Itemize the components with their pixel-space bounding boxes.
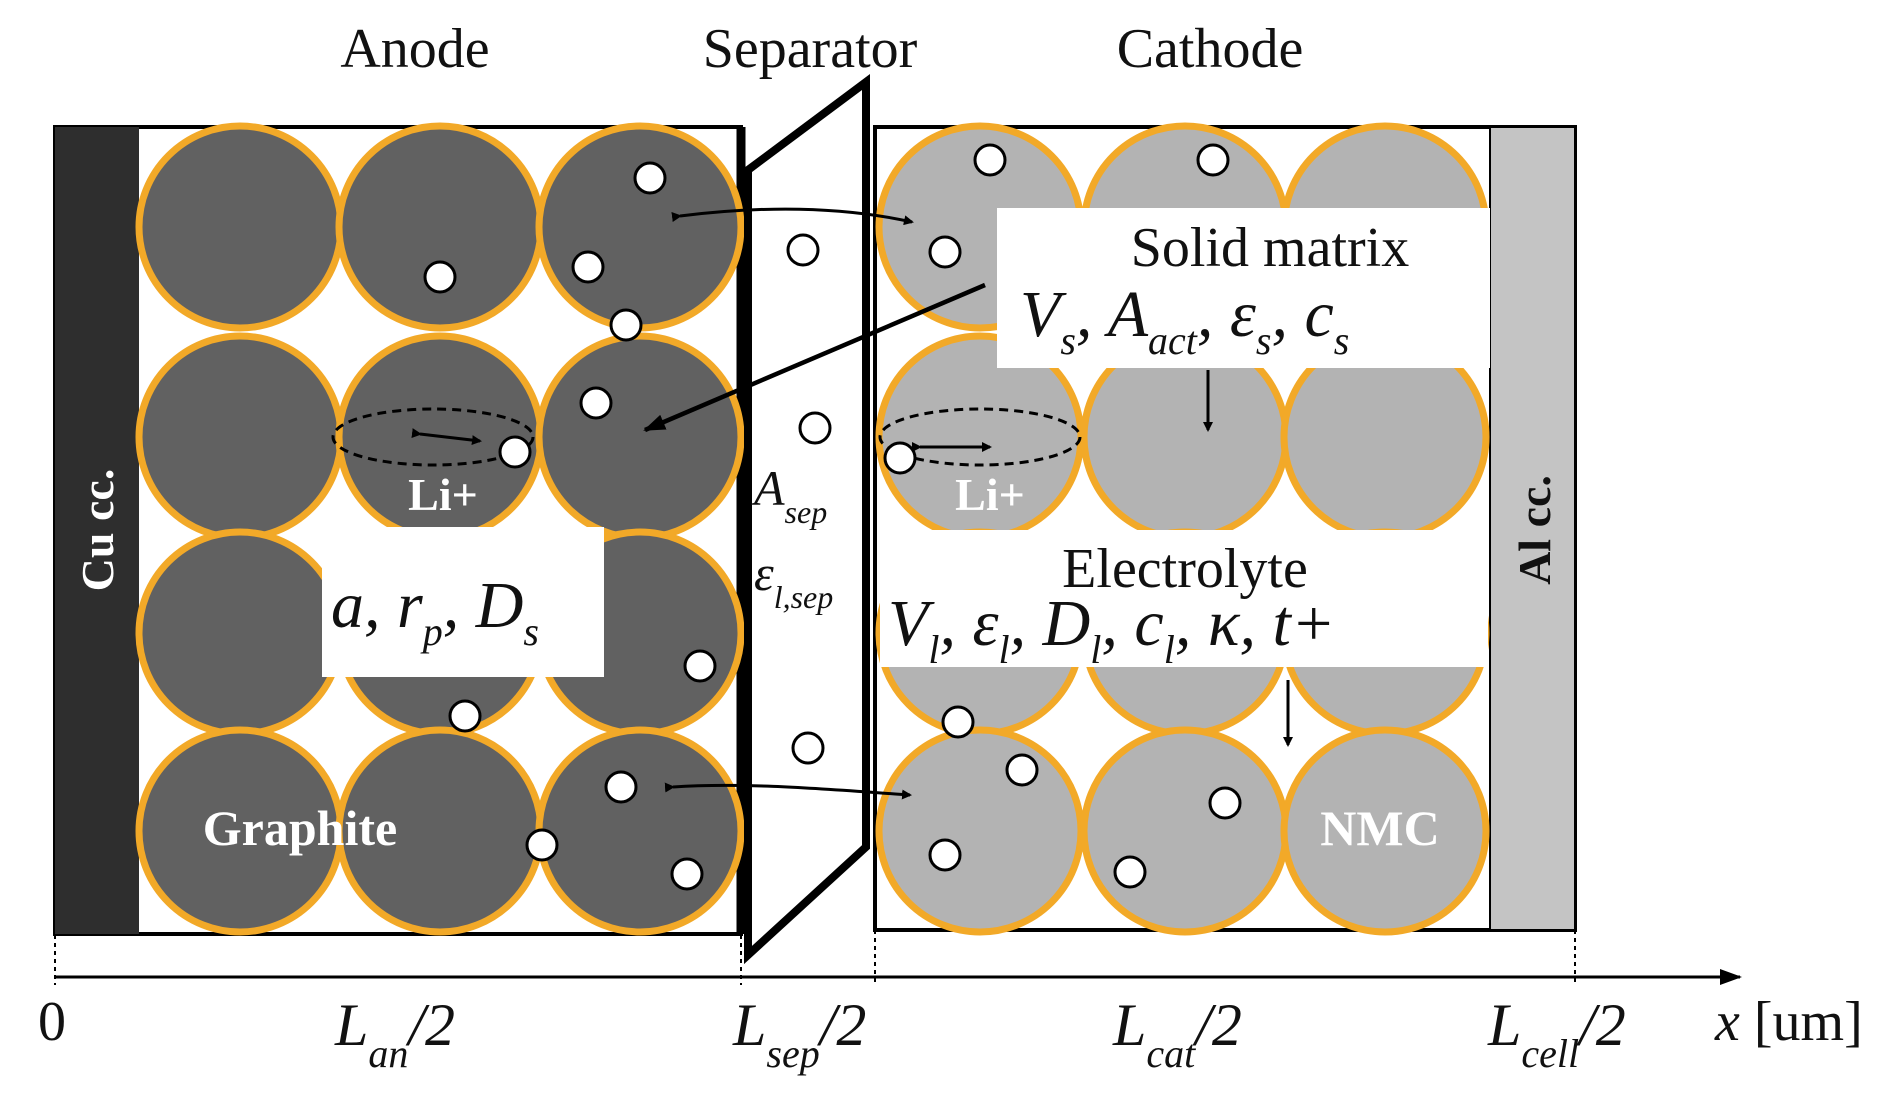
solid-matrix-pointer [643, 282, 986, 433]
lithium-ion [1005, 753, 1039, 787]
anode-diffusion-ellipse [331, 407, 535, 467]
al-current-collector [1489, 126, 1576, 931]
solid-matrix-params: Vs, Aact, εs, cs [1020, 278, 1349, 363]
axis-label-l-cell: Lcell/2 [1487, 992, 1626, 1076]
axis-variable-label: x [um] [1714, 991, 1863, 1053]
cathode-title: Cathode [1117, 18, 1304, 80]
nmc-particle [875, 726, 1085, 936]
lithium-ion [633, 161, 667, 195]
lithium-ion [1208, 786, 1242, 820]
lithium-ion [883, 441, 917, 475]
lithium-ion [683, 649, 717, 683]
graphite-particle [135, 122, 345, 332]
separator-membrane [744, 74, 870, 965]
axis-label-l-an: Lan/2 [334, 992, 455, 1076]
nmc-label: NMC [1320, 800, 1439, 856]
electrolyte-title: Electrolyte [1062, 538, 1308, 600]
lithium-ion [571, 250, 605, 284]
graphite-particle [535, 122, 745, 332]
solid-matrix-title: Solid matrix [1131, 217, 1409, 279]
lithium-ion [448, 699, 482, 733]
separator-porosity-label: εl,sep [754, 545, 833, 615]
axis-label-l-cat: Lcat/2 [1112, 992, 1242, 1076]
lithium-ion [1196, 143, 1230, 177]
lithium-ion [525, 828, 559, 862]
lithium-ions [423, 143, 1242, 891]
cathode-li-label: Li+ [955, 469, 1025, 520]
top-exchange-arrow [671, 207, 914, 226]
nmc-particle [1080, 726, 1290, 936]
lithium-ion [604, 770, 638, 804]
separator-area-label: Asep [751, 460, 827, 530]
lithium-ion [1113, 855, 1147, 889]
cu-current-collector [55, 127, 139, 934]
lithium-ion [579, 386, 613, 420]
separator-title: Separator [703, 18, 918, 80]
lithium-ion [798, 411, 832, 445]
cu-collector-label: Cu cc. [72, 469, 123, 592]
lithium-ion [941, 705, 975, 739]
al-collector-label: Al cc. [1509, 475, 1560, 585]
solid-matrix-box [997, 208, 1490, 368]
anode-title: Anode [340, 18, 489, 80]
lithium-ion [786, 233, 820, 267]
nmc-particle [1280, 726, 1490, 936]
graphite-particle [335, 122, 545, 332]
axis-label-l-sep: Lsep/2 [732, 992, 866, 1076]
electrolyte-params: Vl, εl, Dl, cl, κ, t+ [888, 587, 1335, 672]
bottom-exchange-arrow [664, 782, 912, 800]
lithium-ion [609, 308, 643, 342]
lithium-ion [670, 857, 704, 891]
lithium-ion [928, 838, 962, 872]
graphite-particle [535, 332, 745, 542]
electrolyte-box [880, 530, 1488, 667]
cathode-diffusion-ellipse [878, 407, 1082, 467]
lithium-ion [423, 260, 457, 294]
graphite-label: Graphite [203, 800, 397, 856]
graphite-particle [535, 726, 745, 936]
anode-li-label: Li+ [408, 469, 478, 520]
lithium-ion [791, 731, 825, 765]
anode-intercalation-arrow [411, 428, 482, 446]
anode-params-box [322, 527, 604, 677]
axis-label-zero: 0 [38, 991, 66, 1053]
graphite-particle [135, 528, 345, 738]
lithium-ion [498, 435, 532, 469]
lithium-ion [928, 235, 962, 269]
graphite-particle [135, 332, 345, 542]
anode-params-label: a, rp, Ds [331, 569, 539, 654]
lithium-ion [973, 143, 1007, 177]
